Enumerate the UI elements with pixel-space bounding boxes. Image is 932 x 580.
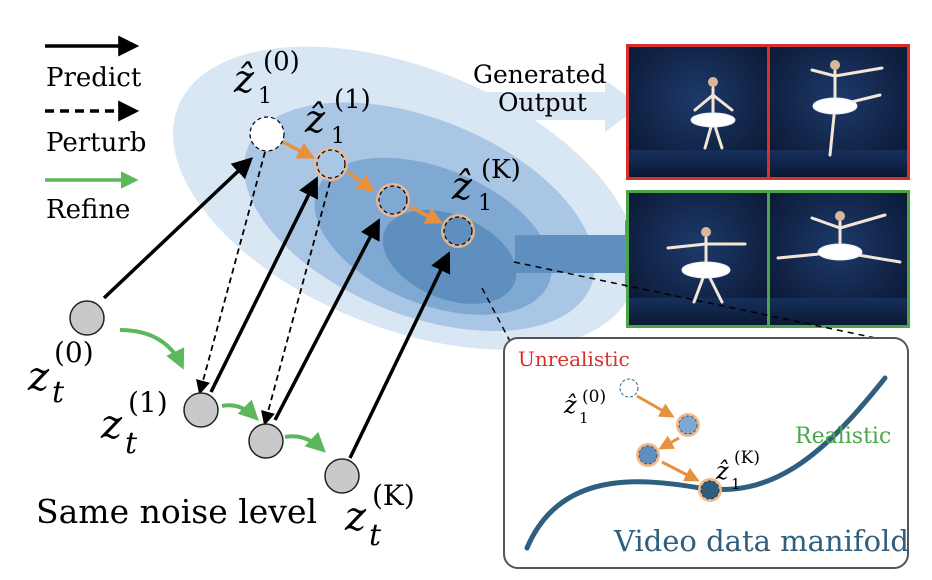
z-t-label-0: z t (0) bbox=[27, 336, 94, 410]
same-noise-label: Same noise level bbox=[36, 492, 317, 531]
z-t-label-K: z t (K) bbox=[344, 479, 415, 553]
svg-text:z: z bbox=[27, 354, 50, 400]
generated-label-line1: Generated bbox=[473, 60, 606, 89]
svg-text:t: t bbox=[369, 518, 382, 553]
svg-text:(0): (0) bbox=[263, 47, 300, 77]
realistic-output-arrow bbox=[515, 220, 660, 288]
noisy-nodes bbox=[69, 300, 360, 494]
perturb-arrow-1 bbox=[196, 151, 266, 395]
predict-arrows bbox=[102, 157, 451, 459]
dancer-4 bbox=[776, 211, 902, 264]
orange-step-2 bbox=[409, 205, 444, 224]
z-t-node-1 bbox=[183, 392, 219, 428]
zoom-label-0: ẑ 1 (0) bbox=[563, 387, 606, 427]
zoom-node-0 bbox=[619, 378, 639, 398]
orange-step-1 bbox=[346, 170, 375, 193]
svg-text:1: 1 bbox=[331, 124, 345, 149]
legend: Predict Perturb Refine bbox=[45, 35, 146, 225]
z-hat-node-1-inner bbox=[316, 149, 346, 179]
z-hat-label-0: ẑ 1 (0) bbox=[233, 47, 300, 109]
svg-text:z: z bbox=[344, 494, 367, 540]
frames-unrealistic bbox=[626, 44, 910, 180]
refine-arrows bbox=[119, 328, 326, 453]
z-t-node-K bbox=[324, 458, 360, 494]
svg-text:ẑ: ẑ bbox=[304, 97, 326, 141]
zoom-step-1 bbox=[658, 435, 680, 450]
z-hat-node-0 bbox=[249, 116, 285, 152]
zoom-box: Unrealistic Realistic Video data manifol… bbox=[503, 337, 909, 569]
predict-arrow-0 bbox=[102, 157, 254, 300]
perturb-arrow-2 bbox=[261, 181, 331, 426]
z-t-label-1: z t (1) bbox=[100, 386, 168, 461]
predict-arrow-2 bbox=[273, 218, 380, 421]
zoom-label-K: ẑ 1 (K) bbox=[715, 448, 760, 493]
z-hat-node-K-inner bbox=[443, 216, 473, 246]
dancer-3 bbox=[666, 227, 747, 304]
predict-arrow-1 bbox=[209, 176, 318, 393]
refine-arrow-2 bbox=[284, 431, 326, 453]
dancer-1 bbox=[690, 77, 736, 150]
svg-text:1: 1 bbox=[731, 475, 741, 493]
unrealistic-label: Unrealistic bbox=[518, 347, 630, 371]
svg-text:1: 1 bbox=[579, 409, 589, 427]
svg-text:t: t bbox=[52, 375, 65, 410]
orange-steps bbox=[282, 140, 444, 224]
z-hat-label-1: ẑ 1 (1) bbox=[304, 85, 371, 149]
svg-text:1: 1 bbox=[478, 191, 492, 216]
svg-text:t: t bbox=[125, 426, 138, 461]
refine-arrow-1 bbox=[221, 399, 259, 421]
svg-text:(K): (K) bbox=[734, 448, 760, 468]
svg-text:(0): (0) bbox=[582, 387, 606, 407]
zoom-connectors bbox=[481, 261, 886, 346]
svg-text:ẑ: ẑ bbox=[233, 57, 255, 101]
z-hat-node-2-inner bbox=[378, 185, 408, 215]
orange-step-0 bbox=[282, 140, 316, 159]
svg-text:(0): (0) bbox=[54, 336, 94, 369]
refine-arrow-0 bbox=[119, 328, 185, 370]
frames-realistic bbox=[626, 190, 910, 328]
generated-label-line2: Output bbox=[498, 88, 587, 117]
z-hat-label-K: ẑ 1 (K) bbox=[451, 155, 521, 216]
generated-output: Generated Output bbox=[470, 60, 640, 132]
svg-text:(K): (K) bbox=[372, 479, 415, 512]
generated-output-arrow bbox=[470, 80, 640, 132]
legend-refine-label: Refine bbox=[46, 195, 130, 225]
legend-perturb-label: Perturb bbox=[46, 128, 146, 158]
svg-text:(1): (1) bbox=[334, 85, 371, 115]
perturb-arrows bbox=[196, 151, 331, 426]
svg-text:(K): (K) bbox=[481, 155, 521, 185]
svg-text:ẑ: ẑ bbox=[563, 391, 577, 419]
z-t-labels: z t (0) z t (1) z t (K) bbox=[27, 336, 415, 553]
z-t-node-0 bbox=[69, 300, 105, 336]
legend-predict-label: Predict bbox=[46, 63, 142, 93]
realistic-label: Realistic bbox=[795, 424, 891, 449]
svg-text:ẑ: ẑ bbox=[451, 164, 473, 208]
predicted-nodes bbox=[249, 116, 475, 248]
svg-text:1: 1 bbox=[258, 84, 272, 109]
predict-arrow-K bbox=[348, 251, 451, 459]
zoom-step-0 bbox=[636, 394, 675, 418]
svg-text:ẑ: ẑ bbox=[715, 457, 729, 485]
manifold-label: Video data manifold bbox=[613, 524, 909, 558]
svg-text:(1): (1) bbox=[128, 386, 168, 419]
svg-text:z: z bbox=[100, 402, 123, 448]
dancer-2 bbox=[810, 60, 884, 157]
zoom-step-2 bbox=[661, 460, 700, 482]
z-hat-labels: ẑ 1 (0) ẑ 1 (1) ẑ 1 (K) bbox=[233, 47, 521, 216]
zoom-box-frame bbox=[503, 337, 909, 569]
z-t-node-2 bbox=[248, 423, 284, 459]
